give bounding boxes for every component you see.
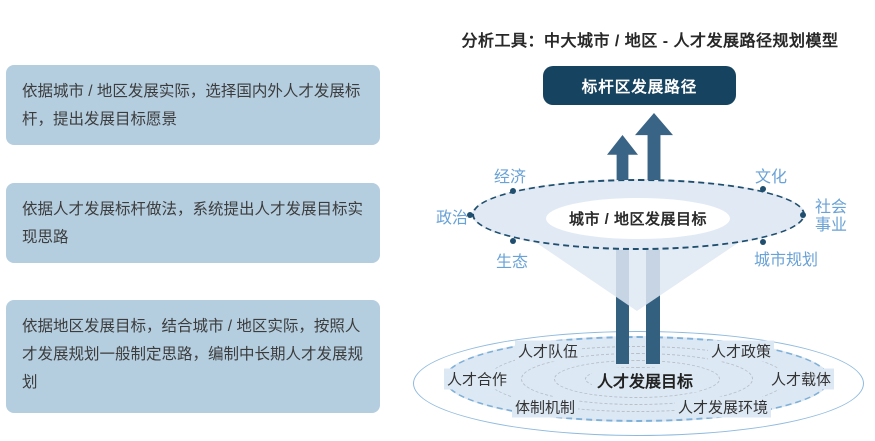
middle-center-label: 城市 / 地区发展目标 <box>568 211 707 228</box>
benchmark-path-label: 标杆区发展路径 <box>581 78 698 96</box>
ellipse-node-dot <box>760 186 766 192</box>
ellipse-node-dot <box>800 212 806 218</box>
factor-politics: 政治 <box>435 210 469 227</box>
step-text: 依据城市 / 地区发展实际，选择国内外人才发展标杆，提出发展目标愿景 <box>22 83 361 128</box>
ellipse-node-dot <box>510 188 516 194</box>
step-box-plan-compilation: 依据地区发展目标，结合城市 / 地区实际，按照人才发展规划一般制定思路，编制中长… <box>6 300 380 413</box>
factor-economy: 经济 <box>493 169 527 186</box>
step-box-goal-approach: 依据人才发展标杆做法，系统提出人才发展目标实现思路 <box>6 183 380 263</box>
ellipse-node-dot <box>467 212 473 218</box>
factor-talent-policy: 人才政策 <box>707 340 775 362</box>
up-arrow-small <box>607 135 638 180</box>
bottom-center-label: 人才发展目标 <box>591 368 699 392</box>
concentric-ring <box>521 353 753 405</box>
factor-institutional-mechanism: 体制机制 <box>511 396 579 418</box>
step-text: 依据地区发展目标，结合城市 / 地区实际，按照人才发展规划一般制定思路，编制中长… <box>22 318 364 391</box>
step-box-benchmark-selection: 依据城市 / 地区发展实际，选择国内外人才发展标杆，提出发展目标愿景 <box>6 65 380 145</box>
step-text: 依据人才发展标杆做法，系统提出人才发展目标实现思路 <box>22 201 364 246</box>
factor-ecology: 生态 <box>495 254 529 271</box>
factor-culture: 文化 <box>754 169 788 186</box>
factor-social-affairs: 社会事业 <box>814 199 847 234</box>
concentric-ring <box>554 360 720 398</box>
factor-talent-carrier: 人才载体 <box>767 368 835 390</box>
factor-urban-planning: 城市规划 <box>753 252 819 269</box>
ellipse-node-dot <box>760 239 766 245</box>
ellipse-node-dot <box>510 238 516 244</box>
factor-talent-team: 人才队伍 <box>514 340 582 362</box>
factor-talent-cooperation: 人才合作 <box>443 368 511 390</box>
middle-center-ellipse: 城市 / 地区发展目标 <box>546 198 730 239</box>
diagram-title: 分析工具：中大城市 / 地区 - 人才发展路径规划模型 <box>461 33 839 50</box>
factor-talent-environment: 人才发展环境 <box>674 396 772 418</box>
up-arrow-large <box>635 113 673 180</box>
benchmark-path-box: 标杆区发展路径 <box>543 66 736 105</box>
